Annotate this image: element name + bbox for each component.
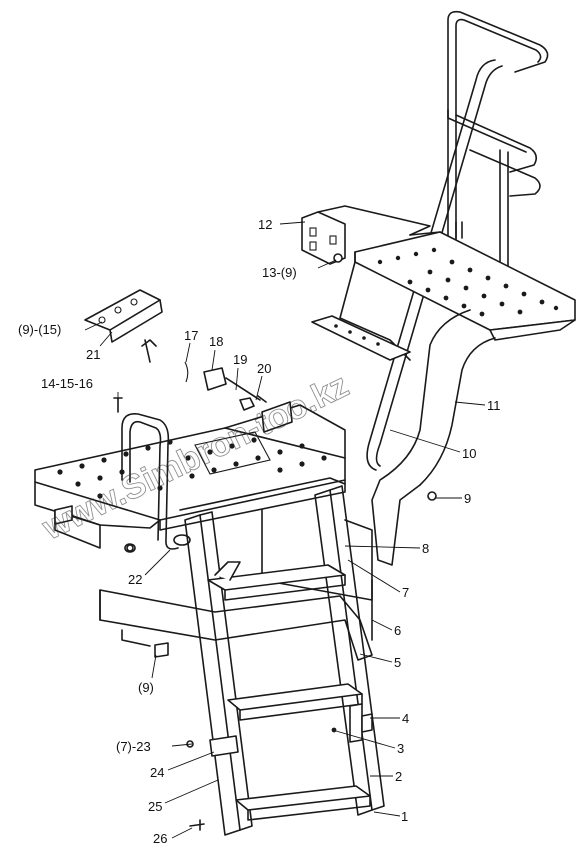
callout-2: 2 xyxy=(395,769,402,784)
callout-8: 8 xyxy=(422,541,429,556)
upper-step-plate xyxy=(311,315,411,361)
hardware-parts xyxy=(54,253,437,831)
callout-labels: 1 2 3 4 5 6 7 8 9 (9) 10 11 12 13-(9) (9… xyxy=(18,217,501,846)
callout-26: 26 xyxy=(153,831,167,846)
upper-platform-holes xyxy=(377,247,559,317)
ladder-frame xyxy=(99,477,385,836)
callout-7-23: (7)-23 xyxy=(116,739,151,754)
callout-9-15: (9)-(15) xyxy=(18,322,61,337)
callout-13-9: 13-(9) xyxy=(262,265,297,280)
ladder-steps xyxy=(207,561,371,821)
callout-10: 10 xyxy=(462,446,476,461)
callout-19: 19 xyxy=(233,352,247,367)
callout-14-15-16: 14-15-16 xyxy=(41,376,93,391)
callout-18: 18 xyxy=(209,334,223,349)
callout-11: 11 xyxy=(487,398,501,413)
callout-22: 22 xyxy=(128,572,142,587)
callout-21: 21 xyxy=(86,347,100,362)
callout-5: 5 xyxy=(394,655,401,670)
callout-20: 20 xyxy=(257,361,271,376)
leader-lines xyxy=(84,221,486,839)
callout-12: 12 xyxy=(258,217,272,232)
callout-25: 25 xyxy=(148,799,162,814)
callout-24: 24 xyxy=(150,765,164,780)
upper-platform xyxy=(339,231,576,566)
callout-9: 9 xyxy=(464,491,471,506)
callout-7: 7 xyxy=(402,585,409,600)
mount-bracket-12 xyxy=(301,205,431,265)
callout-6: 6 xyxy=(394,623,401,638)
callout-9-paren: (9) xyxy=(138,680,154,695)
callout-1: 1 xyxy=(401,809,408,824)
callout-17: 17 xyxy=(184,328,198,343)
callout-4: 4 xyxy=(402,711,409,726)
callout-3: 3 xyxy=(397,741,404,756)
